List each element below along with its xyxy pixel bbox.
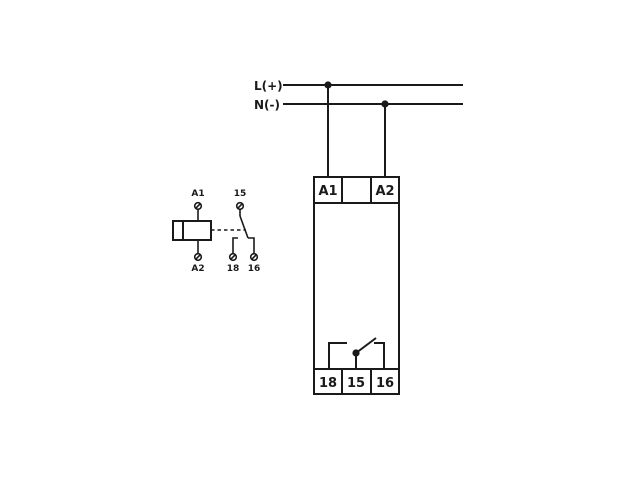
- contact-no-lead: [248, 237, 255, 254]
- symbol-terminal-a2: [193, 252, 203, 262]
- terminal-a1: A1: [318, 184, 337, 199]
- symbol-label-15: 15: [234, 189, 247, 199]
- contact-nc-lead: [232, 237, 238, 254]
- symbol-label-16: 16: [248, 264, 261, 274]
- label-line-minus: N(-): [254, 98, 280, 112]
- terminal-15: 15: [347, 376, 365, 391]
- contact-18-path: [328, 342, 347, 369]
- supply-lines: L(+) N(-): [254, 79, 463, 177]
- coil-box: [172, 220, 212, 241]
- contact-blade-symbol: [239, 215, 249, 239]
- contact-blade: [355, 337, 377, 354]
- symbol-label-18: 18: [227, 264, 240, 274]
- symbol-terminal-15: [235, 201, 245, 211]
- relay-symbol: A1 15 A2 18 16: [172, 189, 261, 274]
- terminal-a2: A2: [375, 184, 394, 199]
- relay-module: A1 A2 18 15 16: [313, 176, 400, 395]
- symbol-label-a1: A1: [191, 189, 204, 199]
- terminal-16: 16: [376, 376, 394, 391]
- contact-16-path: [374, 342, 385, 369]
- symbol-terminal-16: [249, 252, 259, 262]
- module-body: [313, 176, 400, 395]
- symbol-label-a2: A2: [191, 264, 204, 274]
- symbol-terminal-a1: [193, 201, 203, 211]
- symbol-terminal-18: [228, 252, 238, 262]
- internal-changeover-contact: [328, 337, 385, 369]
- terminal-18: 18: [319, 376, 337, 391]
- contact-pivot-dot: [352, 349, 360, 357]
- label-line-plus: L(+): [254, 79, 283, 93]
